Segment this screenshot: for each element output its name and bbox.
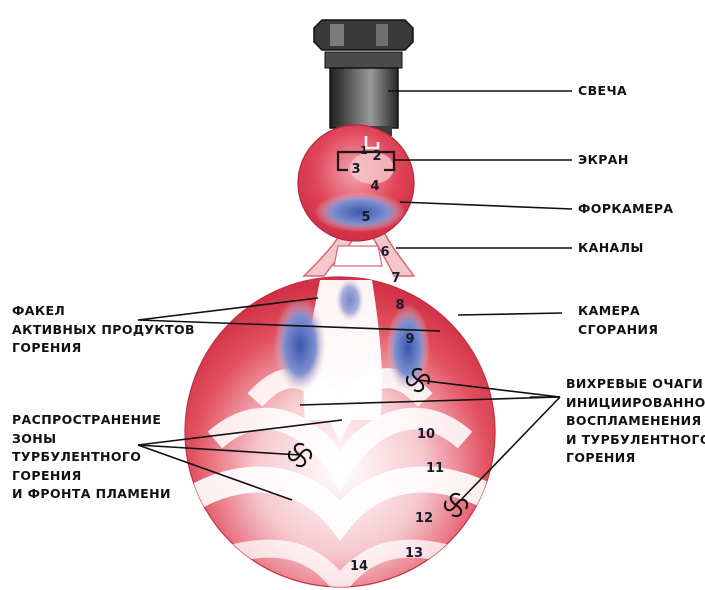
channel-bridge	[334, 246, 382, 266]
zone-number-11: 11	[426, 461, 444, 476]
zone-number-13: 13	[405, 546, 423, 561]
label-line: ЭКРАН	[578, 151, 629, 170]
zone-number-9: 9	[405, 332, 414, 347]
label-line: ВИХРЕВЫЕ ОЧАГИ	[566, 375, 705, 394]
zone-number-12: 12	[415, 511, 433, 526]
leader-forkamera	[400, 202, 572, 209]
label-line: ГОРЕНИЯ	[12, 339, 195, 358]
label-line: И ФРОНТА ПЛАМЕНИ	[12, 485, 171, 504]
label-line: ЗОНЫ	[12, 430, 171, 449]
label-line: ФОРКАМЕРА	[578, 200, 674, 219]
label-line: РАСПРОСТРАНЕНИЕ	[12, 411, 171, 430]
label-forkamera: ФОРКАМЕРА	[578, 200, 674, 219]
label-line: АКТИВНЫХ ПРОДУКТОВ	[12, 321, 195, 340]
label-line: ИНИЦИИРОВАННОГО	[566, 394, 705, 413]
label-line: КАМЕРА	[578, 302, 658, 321]
label-ekran: ЭКРАН	[578, 151, 629, 170]
plug-nut-highlight	[330, 24, 344, 46]
zone-number-14: 14	[350, 559, 368, 574]
plug-body	[330, 68, 398, 128]
label-line: ТУРБУЛЕНТНОГО	[12, 448, 171, 467]
plug-hex-nut	[314, 20, 413, 50]
zone-number-5: 5	[361, 210, 370, 225]
label-fakel: ФАКЕЛ АКТИВНЫХ ПРОДУКТОВ ГОРЕНИЯ	[12, 302, 195, 358]
label-rasprostranenie: РАСПРОСТРАНЕНИЕ ЗОНЫ ТУРБУЛЕНТНОГО ГОРЕН…	[12, 411, 171, 504]
label-line: ФАКЕЛ	[12, 302, 195, 321]
label-svecha: СВЕЧА	[578, 82, 627, 101]
zone-number-6: 6	[380, 245, 389, 260]
label-line: ГОРЕНИЯ	[566, 449, 705, 468]
label-line: КАНАЛЫ	[578, 239, 644, 258]
prechamber-blue-zone	[314, 192, 406, 232]
label-kanaly: КАНАЛЫ	[578, 239, 644, 258]
zone-number-1: 1	[360, 144, 368, 157]
label-vikhrevye-ochagi: ВИХРЕВЫЕ ОЧАГИ ИНИЦИИРОВАННОГО ВОСПЛАМЕН…	[566, 375, 705, 468]
zone-number-8: 8	[395, 298, 404, 313]
label-line: ГОРЕНИЯ	[12, 467, 171, 486]
spark-plug	[314, 20, 413, 136]
plug-thread	[325, 52, 402, 68]
zone-number-3: 3	[351, 162, 360, 177]
zone-number-2: 2	[372, 149, 381, 164]
prechamber	[298, 125, 414, 241]
label-line: СГОРАНИЯ	[578, 321, 658, 340]
active-products-zone	[336, 278, 364, 322]
label-line: ВОСПЛАМЕНЕНИЯ	[566, 412, 705, 431]
label-kamera-sgoraniya: КАМЕРА СГОРАНИЯ	[578, 302, 658, 339]
label-line: И ТУРБУЛЕНТНОГО	[566, 431, 705, 450]
leader-kamera	[458, 313, 562, 315]
zone-number-7: 7	[391, 271, 400, 286]
zone-number-10: 10	[417, 427, 435, 442]
zone-number-4: 4	[370, 179, 379, 194]
label-line: СВЕЧА	[578, 82, 627, 101]
active-products-zone	[274, 297, 326, 393]
plug-nut-highlight	[376, 24, 388, 46]
